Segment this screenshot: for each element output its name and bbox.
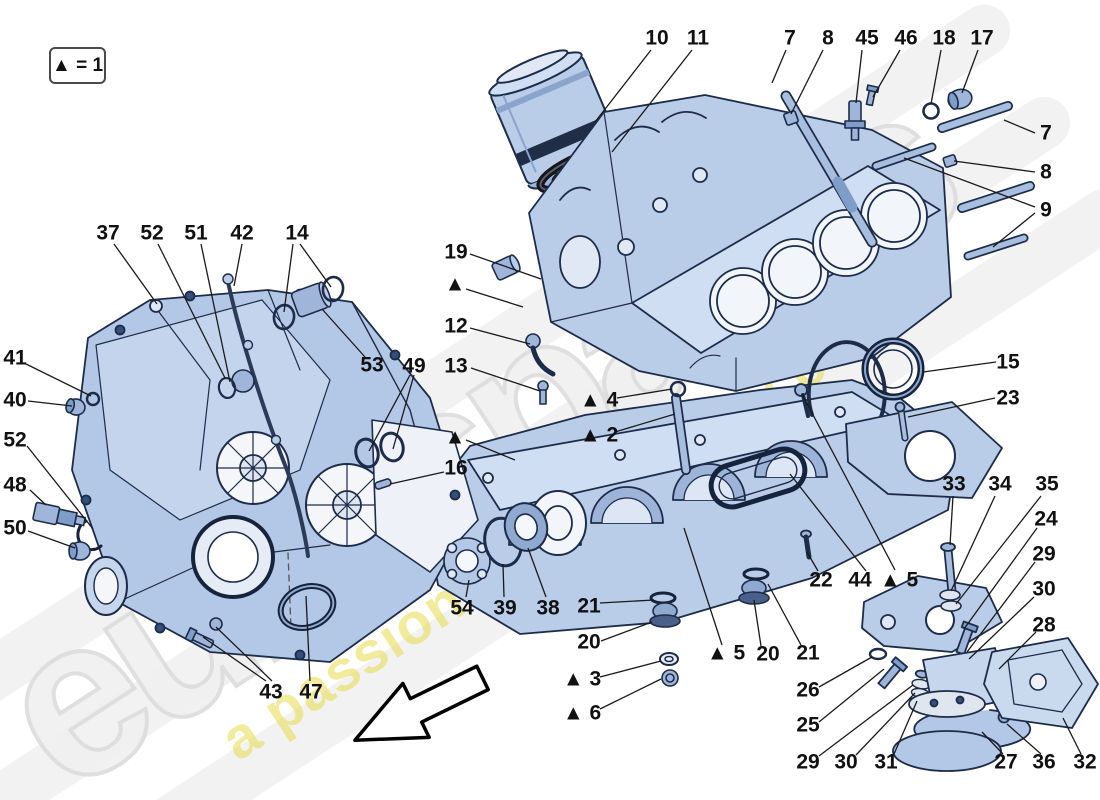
leader-line	[818, 656, 873, 688]
crankshaft-seal-and-bracket	[845, 337, 1003, 499]
direction-arrow	[353, 664, 490, 742]
leader-line	[215, 626, 273, 682]
leader-line	[392, 374, 415, 450]
timing-cover-drawing	[71, 288, 479, 663]
leader-line	[998, 631, 1037, 670]
leader-line	[321, 308, 366, 358]
leader-line	[950, 495, 996, 592]
leader-line	[907, 397, 996, 418]
leader-line	[949, 495, 954, 546]
leader-line	[614, 413, 676, 433]
leader-line	[683, 527, 723, 646]
leader-line	[922, 361, 997, 373]
leader-line	[981, 731, 1004, 755]
small-parts	[32, 84, 1035, 687]
leader-line	[855, 49, 863, 104]
engine-mount-drawing	[861, 542, 1099, 772]
leader-line	[1003, 119, 1036, 134]
leader-line	[465, 439, 516, 461]
leader-line	[872, 49, 901, 98]
leader-line	[527, 547, 547, 598]
leader-line	[233, 243, 243, 287]
leader-line	[893, 700, 918, 755]
leader-lines	[25, 49, 1082, 757]
leader-line	[818, 684, 914, 757]
leader-line	[789, 473, 867, 572]
leader-line	[611, 49, 693, 153]
leader-line	[27, 530, 76, 549]
leader-line	[961, 49, 979, 94]
leader-line	[25, 363, 92, 397]
leader-line	[767, 583, 802, 646]
leader-line	[113, 243, 158, 305]
leader-line	[903, 157, 1036, 208]
leader-line	[594, 49, 652, 123]
leader-line	[930, 49, 942, 105]
leader-line	[806, 551, 819, 572]
leader-line	[389, 471, 445, 485]
leader-line	[200, 243, 231, 383]
legend-label: ▲ = 1	[51, 54, 104, 76]
leader-line	[469, 253, 542, 280]
leader-line	[27, 400, 73, 407]
leader-line	[1006, 723, 1042, 755]
leader-line	[469, 327, 531, 345]
leader-line	[599, 678, 662, 710]
leader-line	[790, 49, 824, 115]
leader-line	[202, 636, 267, 682]
leader-line	[771, 49, 787, 84]
leader-line	[502, 563, 505, 598]
leader-line	[29, 489, 47, 506]
leader-line	[305, 595, 311, 682]
leader-line	[26, 445, 94, 530]
leader-line	[818, 668, 885, 723]
leader-line	[992, 212, 1036, 248]
leader-line	[283, 243, 294, 313]
leader-line	[600, 621, 653, 642]
leader-line	[855, 692, 916, 756]
leader-line	[753, 599, 762, 647]
leader-line	[966, 561, 1036, 653]
legend-box: ▲ = 1	[49, 47, 106, 84]
leader-line	[599, 660, 662, 678]
leader-line	[968, 596, 1035, 660]
leader-line	[465, 579, 470, 598]
leader-line	[616, 388, 673, 399]
leader-line	[157, 243, 226, 379]
leader-line	[368, 374, 411, 452]
leader-line	[599, 599, 655, 604]
leader-line	[470, 367, 541, 392]
leader-line	[465, 288, 524, 308]
leader-line	[801, 393, 896, 571]
leader-line	[1062, 717, 1082, 755]
leader-line	[953, 160, 1036, 173]
leader-line	[963, 527, 1038, 630]
leader-line	[955, 495, 1042, 605]
leader-line	[299, 243, 332, 288]
engine-block-drawing	[528, 94, 952, 392]
